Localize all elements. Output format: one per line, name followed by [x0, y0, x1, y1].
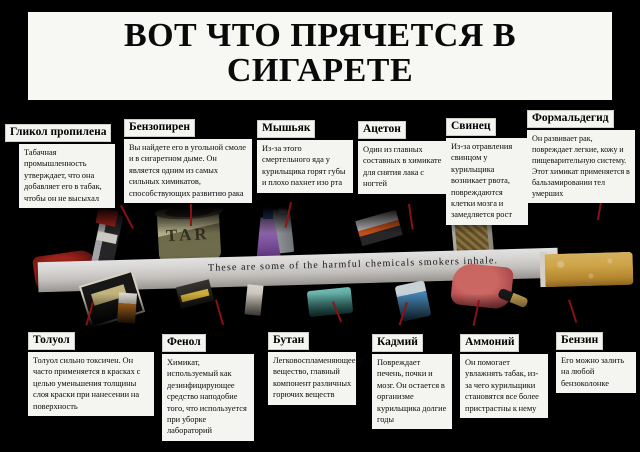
glass-bottle-neck [277, 207, 287, 214]
chem-desc-benzopyrene: Вы найдете его в угольной смоле и в сига… [124, 138, 252, 203]
chem-desc-lead: Из-за отравления свинцом у курильщика во… [446, 137, 528, 225]
chem-name-acetone: Ацетон [358, 121, 406, 139]
callout-arsenic: Мышьяк Из-за этого смертельного яда у ку… [257, 118, 353, 193]
chem-desc-benzene: Его можно залить на любой бензоколонке [556, 351, 636, 394]
razor-blade-object [355, 209, 403, 247]
poster-title-box: ВОТ ЧТО ПРЯЧЕТСЯ В СИГАРЕТЕ [28, 12, 612, 100]
callout-formaldehyde: Формальдегид Он развивает рак, повреждае… [527, 108, 635, 203]
callout-phenol: Фенол Химикат, используемый как дезинфиц… [162, 332, 254, 441]
chem-desc-acetone: Один из главных составных в химикате для… [358, 140, 446, 194]
callout-benzopyrene: Бензопирен Вы найдете его в угольной смо… [124, 117, 252, 203]
chem-desc-formaldehyde: Он развивает рак, повреждает легкие, кож… [527, 129, 635, 203]
callout-propylene-glycol: Гликол пропилена Табачная промышленность… [5, 122, 123, 208]
chem-name-butane: Бутан [268, 332, 310, 350]
chem-name-formaldehyde: Формальдегид [527, 110, 614, 128]
chem-desc-phenol: Химикат, используемый как дезинфицирующе… [162, 353, 254, 441]
callout-lead: Свинец Из-за отравления свинцом у куриль… [446, 116, 528, 225]
chem-name-benzene: Бензин [556, 332, 604, 350]
callout-butane: Бутан Легковоспламеняющееся вещество, гл… [268, 330, 363, 405]
teal-batteries-object [306, 286, 354, 318]
rubber-glove-object [449, 261, 515, 311]
lighter-object [244, 284, 264, 316]
chem-desc-propylene-glycol: Табачная промышленность утверждает, что … [19, 143, 115, 208]
orange-tube-object [116, 292, 138, 324]
chem-name-arsenic: Мышьяк [257, 120, 316, 138]
cigarette-collage-photo: TAR These are some of the harmful chemic… [0, 207, 640, 327]
callout-ammonia: Аммоний Он помогает увлажнять табак, из-… [460, 332, 548, 418]
chem-name-toluene: Толуол [28, 332, 75, 350]
callout-toluene: Толуол Толуол сильно токсичен. Он часто … [28, 330, 154, 416]
cigarette-filter [544, 251, 634, 288]
callout-benzene: Бензин Его можно залить на любой бензоко… [556, 330, 636, 394]
chem-name-cadmium: Кадмий [372, 334, 423, 352]
leader-line-benzopyrene [190, 204, 192, 226]
chem-desc-ammonia: Он помогает увлажнять табак, из-за чего … [460, 353, 548, 418]
chem-name-benzopyrene: Бензопирен [124, 119, 196, 137]
chem-name-phenol: Фенол [162, 334, 206, 352]
chem-desc-arsenic: Из-за этого смертельного яда у курильщик… [257, 139, 353, 193]
chem-desc-butane: Легковоспламеняющееся вещество, главный … [268, 351, 363, 405]
chem-name-ammonia: Аммоний [460, 334, 520, 352]
chem-desc-toluene: Толуол сильно токсичен. Он часто применя… [28, 351, 154, 416]
tar-bucket-text: TAR [165, 224, 211, 246]
chem-desc-cadmium: Повреждает печень, почки и мозг. Он оста… [372, 353, 452, 430]
callout-acetone: Ацетон Один из главных составных в химик… [358, 119, 446, 194]
gas-can-object [394, 280, 432, 322]
chem-name-propylene-glycol: Гликол пропилена [5, 124, 112, 142]
purple-cleaner-bottle-cap [262, 207, 274, 220]
callout-cadmium: Кадмий Повреждает печень, почки и мозг. … [372, 332, 452, 430]
page-title: ВОТ ЧТО ПРЯЧЕТСЯ В СИГАРЕТЕ [123, 17, 517, 89]
chem-name-lead: Свинец [446, 118, 496, 136]
